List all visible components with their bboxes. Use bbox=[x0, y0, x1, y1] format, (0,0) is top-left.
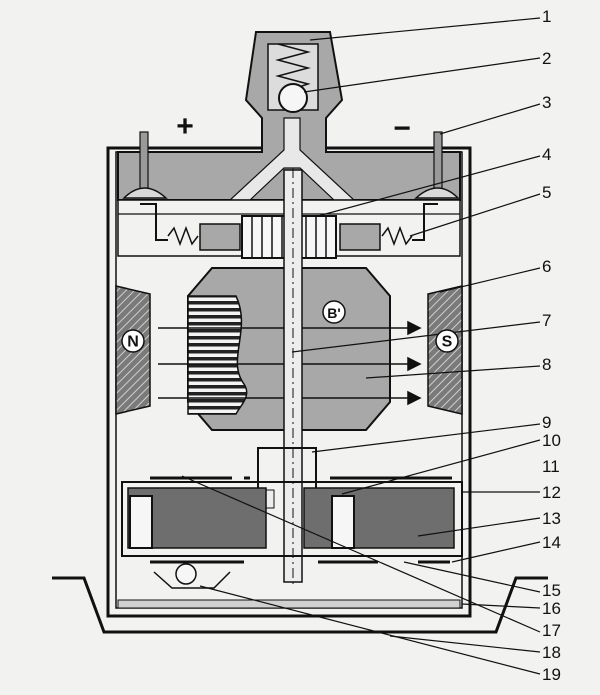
callout-numbers: 1 2 3 4 5 6 7 8 9 10 11 12 13 14 15 16 1… bbox=[542, 7, 561, 684]
check-ball bbox=[278, 83, 308, 113]
callout-3: 3 bbox=[542, 93, 551, 112]
callout-14: 14 bbox=[542, 533, 561, 552]
callout-8: 8 bbox=[542, 355, 551, 374]
brush-spring-right bbox=[381, 225, 413, 247]
brush-left bbox=[199, 223, 241, 251]
brush-right bbox=[339, 223, 381, 251]
plus-terminal-sign: + bbox=[176, 110, 194, 143]
field-marker bbox=[322, 300, 346, 324]
callout-10: 10 bbox=[542, 431, 561, 450]
south-pole-marker bbox=[435, 329, 459, 353]
outlet-ball bbox=[175, 563, 197, 585]
leader-lines bbox=[181, 17, 541, 675]
callout-5: 5 bbox=[542, 183, 551, 202]
callout-2: 2 bbox=[542, 49, 551, 68]
callout-15: 15 bbox=[542, 581, 561, 600]
north-pole-label: N bbox=[127, 334, 139, 351]
pump-chamber bbox=[117, 447, 463, 609]
filter-screen bbox=[117, 599, 461, 609]
armature-winding bbox=[187, 295, 248, 415]
shaft bbox=[283, 168, 303, 586]
callout-13: 13 bbox=[542, 509, 561, 528]
callout-19: 19 bbox=[542, 665, 561, 684]
top-cap bbox=[117, 31, 461, 201]
south-pole-label: S bbox=[442, 334, 453, 351]
tank-bottom bbox=[52, 576, 548, 634]
callout-18: 18 bbox=[542, 643, 561, 662]
callout-16: 16 bbox=[542, 599, 561, 618]
brush-spring-left bbox=[167, 225, 199, 247]
callout-17: 17 bbox=[542, 621, 561, 640]
terminals bbox=[122, 131, 460, 199]
field-label: B' bbox=[327, 305, 340, 321]
minus-terminal-sign: − bbox=[393, 112, 411, 145]
callout-12: 12 bbox=[542, 483, 561, 502]
callout-4: 4 bbox=[542, 145, 551, 164]
callout-1: 1 bbox=[542, 7, 551, 26]
callout-7: 7 bbox=[542, 311, 551, 330]
callout-6: 6 bbox=[542, 257, 551, 276]
callout-9: 9 bbox=[542, 413, 551, 432]
callout-11: 11 bbox=[542, 457, 560, 476]
valve-spring bbox=[275, 43, 311, 91]
north-pole-marker bbox=[121, 329, 145, 353]
